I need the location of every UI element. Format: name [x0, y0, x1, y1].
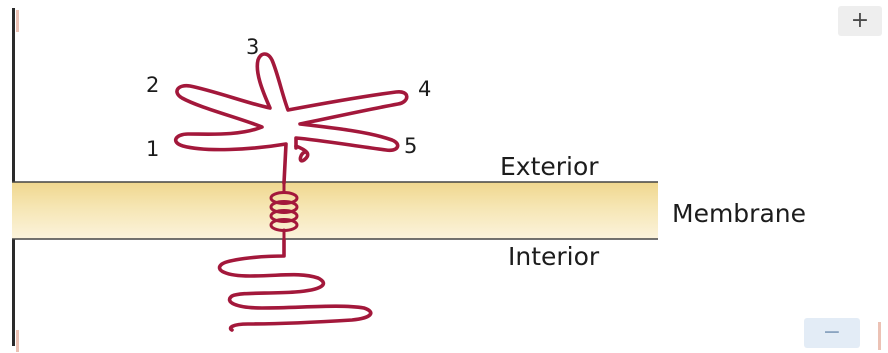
extracellular-domain [176, 54, 407, 183]
intracellular-tail-path [220, 240, 371, 330]
loop-label-4: 4 [418, 77, 431, 101]
zoom-in-button[interactable]: + [838, 6, 882, 36]
protein-tail-hook [296, 146, 308, 161]
loop-label-5: 5 [404, 134, 417, 158]
membrane-label: Membrane [672, 199, 806, 228]
exterior-label: Exterior [500, 152, 599, 181]
zoom-out-button[interactable]: − [804, 318, 860, 348]
minus-icon: − [823, 322, 841, 344]
loop-label-1: 1 [146, 137, 159, 161]
loop-label-3: 3 [246, 35, 259, 59]
plus-icon: + [851, 10, 869, 32]
membrane-band [12, 182, 658, 239]
protein-loops-path [176, 54, 407, 183]
intracellular-domain [220, 240, 371, 330]
loop-label-2: 2 [146, 73, 159, 97]
interior-label: Interior [508, 242, 600, 271]
